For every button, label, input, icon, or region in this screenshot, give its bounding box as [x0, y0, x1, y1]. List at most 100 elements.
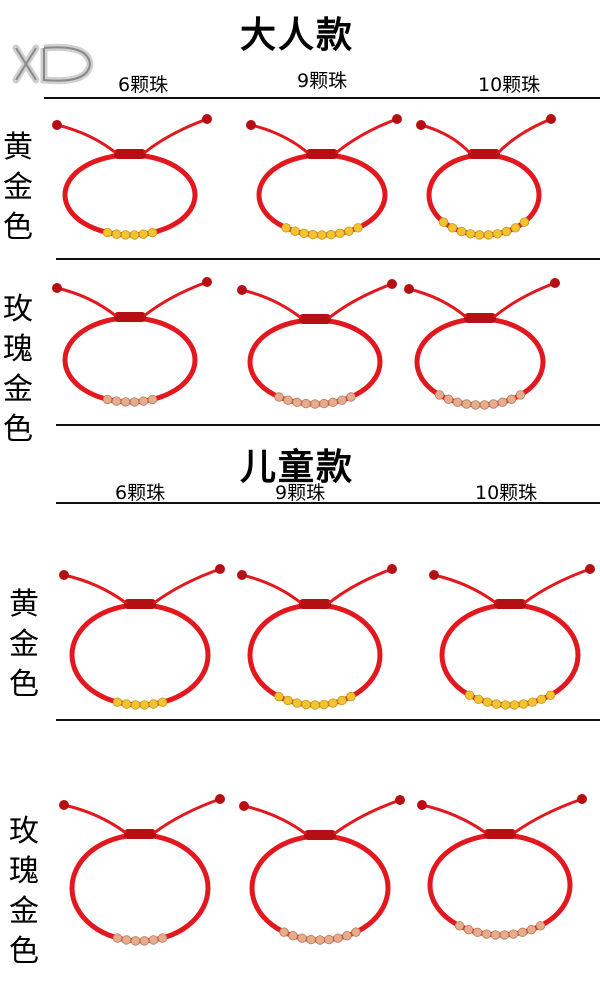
bracelet-bead [129, 230, 140, 240]
bracelet-cord-end-knot [550, 278, 560, 288]
bracelet-cord-end-knot [404, 284, 414, 294]
bracelet-cord-tails [408, 281, 556, 319]
bracelet-cord-tails [420, 117, 552, 155]
bracelet-bead [328, 698, 338, 708]
bracelet-bead [157, 933, 168, 943]
bracelet-bead [290, 226, 300, 236]
bracelet-bead [139, 700, 150, 710]
bracelet-bead [488, 399, 499, 409]
bracelet-bead [461, 399, 472, 409]
bracelet-bead [527, 697, 538, 707]
bracelet-cord-tails [243, 798, 401, 836]
bracelet-bead [344, 226, 354, 236]
bracelet-bead [346, 392, 356, 402]
bracelet-cord-end-knot [577, 794, 587, 804]
bracelet-cord-end-knot [387, 564, 397, 574]
bracelet-bead [279, 927, 289, 937]
adult-col-9-beads: 9颗珠 [297, 70, 348, 92]
adult-col-10-beads: 10颗珠 [478, 74, 541, 96]
bracelet-bead [509, 700, 520, 710]
bracelet-bead [472, 927, 483, 938]
bracelet-bead [301, 398, 311, 409]
bracelet-bead [102, 394, 113, 405]
bracelet-cord-end-knot [237, 285, 247, 295]
bracelet-slide-knot [299, 599, 331, 609]
bracelet-cord-tails [241, 282, 393, 320]
bracelet-cord-tails [56, 280, 208, 318]
bracelet-bead [490, 930, 501, 940]
bracelet-bead [112, 697, 123, 707]
bracelet-bead [438, 217, 449, 227]
bracelet-bead [337, 395, 347, 405]
bracelet-cord [427, 832, 573, 938]
bracelet-bead [333, 933, 343, 943]
bracelet-bead [456, 226, 467, 237]
bracelet-cord-end-knot [239, 801, 249, 811]
adult-row-gold-label: 黄金色 [3, 130, 33, 245]
bracelet-slide-knot [464, 313, 496, 323]
bracelet-bead [283, 695, 293, 706]
bracelet-bead [281, 223, 291, 233]
bracelet-bead [463, 924, 474, 935]
bracelet-bead [147, 227, 158, 238]
bracelet-slide-knot [304, 830, 336, 840]
bracelet-slide-knot [114, 149, 146, 159]
bracelet-bead [129, 397, 140, 407]
bracelet-bead [464, 690, 475, 700]
bracelet-cord-tails [63, 797, 221, 835]
child-row-divider [56, 719, 600, 721]
bracelet-bead [297, 933, 307, 943]
bracelet-bead [447, 223, 458, 233]
child-col-9-beads: 9颗珠 [275, 482, 326, 504]
bracelet-bead [483, 230, 494, 240]
bracelet-cord-end-knot [202, 114, 212, 124]
bracelet-bead [319, 699, 329, 710]
bracelet-bead [337, 695, 347, 706]
bracelet-bead [147, 394, 158, 405]
bracelet-cord-end-knot [52, 283, 62, 293]
bracelet-bead [479, 400, 490, 410]
bracelet-cord-end-knot [416, 120, 426, 130]
brand-logo-mark [12, 43, 94, 85]
adult-row-divider [56, 258, 600, 260]
bracelet-bead [138, 229, 149, 239]
adult-col-6-beads: 6颗珠 [118, 74, 169, 96]
brand-logo [8, 40, 108, 88]
bracelet-bead [328, 397, 338, 408]
child-row-gold-label: 黄金色 [9, 587, 39, 702]
bracelet-bead [508, 929, 519, 939]
bracelet-bead [535, 921, 546, 931]
bracelet-bead [310, 399, 320, 409]
bracelet-bead [310, 700, 320, 710]
bracelet-bead [526, 924, 537, 935]
bracelet-cord-end-knot [52, 120, 62, 130]
bracelet-bead [510, 223, 521, 233]
bracelet-cord-end-knot [237, 570, 247, 580]
bracelet-bead [317, 230, 327, 240]
bracelet-cord-end-knot [215, 564, 225, 574]
bracelet-bead [138, 396, 149, 406]
bracelet-bead [301, 699, 311, 710]
bracelet-bead [443, 394, 454, 404]
bracelet-cord-end-knot [387, 279, 397, 289]
adult-row-rose-label: 玫瑰金色 [3, 292, 33, 447]
bracelet-cord-tails [421, 797, 583, 835]
bracelet-cord-end-knot [585, 564, 595, 574]
bracelet-bead [335, 228, 345, 239]
bracelet-cord-tails [433, 567, 591, 605]
bracelet-bead [148, 935, 159, 945]
bracelet-cord-end-knot [417, 800, 427, 810]
bracelet-bead [292, 397, 302, 408]
child-col-6-beads: 6颗珠 [115, 482, 166, 504]
bracelet-bead [288, 931, 298, 941]
bracelet-bead [501, 226, 512, 237]
bracelet-bead [324, 934, 334, 945]
bracelet-bead [465, 229, 476, 239]
